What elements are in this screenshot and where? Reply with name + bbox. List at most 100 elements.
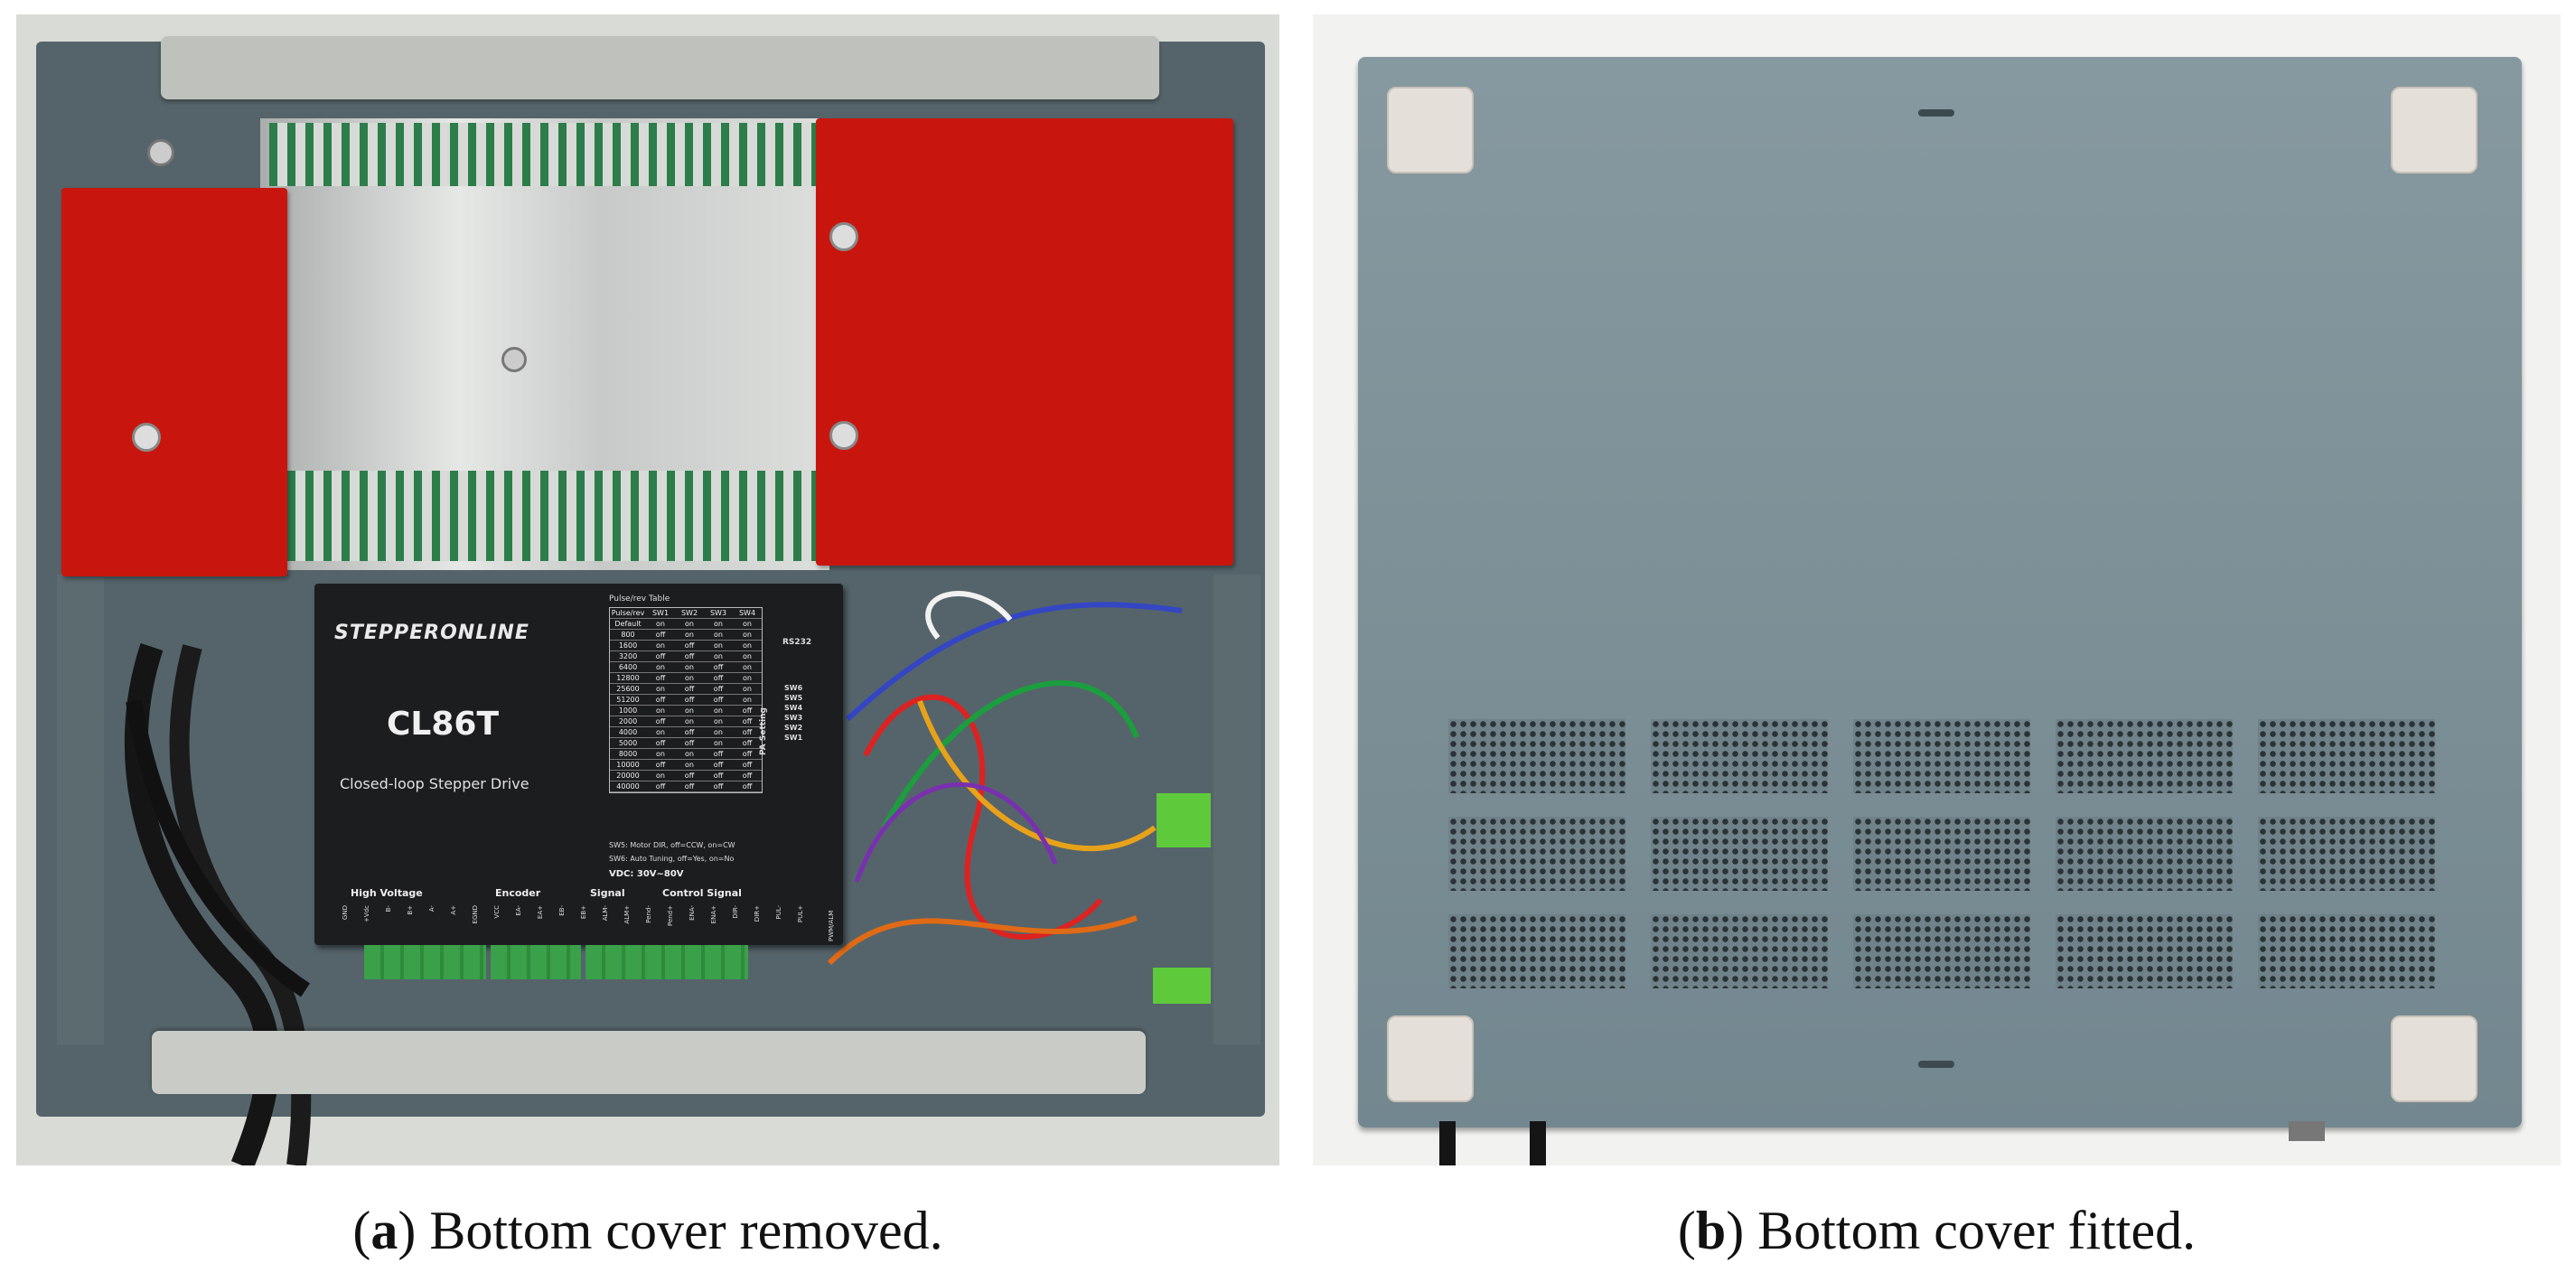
table-cell: on [714, 620, 723, 628]
sw-label: SW6 [784, 684, 803, 692]
terminal-pin-label: DIR- [732, 905, 739, 919]
terminal-group-label: Control Signal [662, 887, 742, 899]
table-cell: off [742, 728, 753, 736]
table-cell: on [714, 652, 723, 660]
terminal-group-label: High Voltage [351, 887, 423, 899]
table-cell: on [656, 685, 665, 693]
terminal-pin-label: ALM+ [623, 905, 631, 924]
table-cell: on [685, 717, 694, 725]
caption-b: (b) Bottom cover fitted. [1677, 1201, 2197, 1260]
table-cell: on [743, 631, 752, 639]
table-cell: 40000 [616, 782, 640, 791]
table-cell: on [743, 620, 752, 628]
sw-label: SW3 [784, 714, 803, 722]
table-cell: off [742, 761, 753, 769]
terminal-pin-label: A+ [450, 905, 457, 915]
screw [501, 347, 527, 372]
table-cell: on [743, 652, 752, 660]
terminal-pin-label: Pend+ [667, 905, 674, 927]
terminal-pin-label: ENA+ [710, 905, 717, 924]
table-cell: off [655, 631, 666, 639]
table-cell: off [684, 728, 695, 736]
table-cell: on [685, 707, 694, 715]
connector-stub [2289, 1121, 2325, 1141]
table-cell: 6400 [618, 663, 638, 671]
cable [1439, 1121, 1456, 1165]
table-cell: off [713, 685, 724, 693]
vent-panel [1448, 817, 1625, 891]
table-cell: on [714, 707, 723, 715]
table-cell: off [684, 772, 695, 780]
terminal-pin-label: EB+ [580, 905, 587, 920]
table-cell: on [743, 641, 752, 650]
terminal-pin-label: PUL- [775, 905, 782, 920]
terminal-pin-label: DIR+ [754, 905, 761, 922]
vent-panel [1448, 914, 1625, 988]
table-cell: off [684, 696, 695, 704]
rubber-foot [1387, 87, 1474, 173]
rs232-label: RS232 [782, 638, 812, 647]
table-cell: on [714, 717, 723, 725]
table-cell: off [655, 652, 666, 660]
ventilation-grid [1448, 719, 2435, 999]
table-cell: on [714, 631, 723, 639]
rubber-foot [2391, 87, 2478, 173]
vent-panel [1448, 719, 1625, 793]
table-cell: on [685, 674, 694, 682]
terminal-pin-label: A- [428, 905, 436, 912]
photo-bottom-cover-fitted [1313, 14, 2561, 1165]
terminal-pin-label: ENA- [688, 905, 696, 921]
table-cell: 5000 [618, 739, 638, 747]
terminal-pin-label: PUL+ [797, 905, 804, 923]
table-cell: off [684, 782, 695, 791]
top-rail [161, 36, 1159, 99]
terminal-block-encoder [491, 945, 581, 979]
table-cell: on [743, 685, 752, 693]
table-cell: 10000 [616, 761, 640, 769]
table-header-cell: SW3 [709, 609, 727, 617]
heatsink-fins-top [269, 123, 820, 186]
pulse-rev-table-title: Pulse/rev Table [609, 594, 670, 604]
table-cell: on [656, 772, 665, 780]
terminal-pin-label: EA+ [537, 905, 544, 920]
table-cell: on [656, 663, 665, 671]
table-cell: off [655, 739, 666, 747]
green-connector [1153, 968, 1211, 1004]
note-sw6: SW6: Auto Tuning, off=Yes, on=No [609, 855, 735, 863]
table-cell: 20000 [616, 772, 640, 780]
rubber-foot [1387, 1015, 1474, 1102]
right-mounting-strip [1213, 575, 1260, 1044]
terminal-block-signal [585, 945, 748, 979]
table-cell: 4000 [618, 728, 638, 736]
table-cell: off [713, 696, 724, 704]
table-cell: on [656, 707, 665, 715]
table-cell: off [655, 696, 666, 704]
table-header-cell: SW4 [738, 609, 756, 617]
screw [829, 421, 858, 450]
vent-panel [1651, 719, 1828, 793]
caption-a-text: Bottom cover removed. [429, 1201, 943, 1260]
table-cell: on [685, 750, 694, 758]
vent-panel [2056, 914, 2233, 988]
sw-label: SW5 [784, 694, 803, 702]
table-cell: on [685, 761, 694, 769]
table-cell: off [713, 772, 724, 780]
table-cell: on [656, 641, 665, 650]
photo-bottom-cover-removed: STEPPERONLINE CL86T Closed-loop Stepper … [16, 14, 1279, 1165]
red-bracket-left [61, 188, 287, 576]
terminal-pin-label: B+ [407, 905, 414, 915]
table-header-cell: SW1 [651, 609, 670, 617]
